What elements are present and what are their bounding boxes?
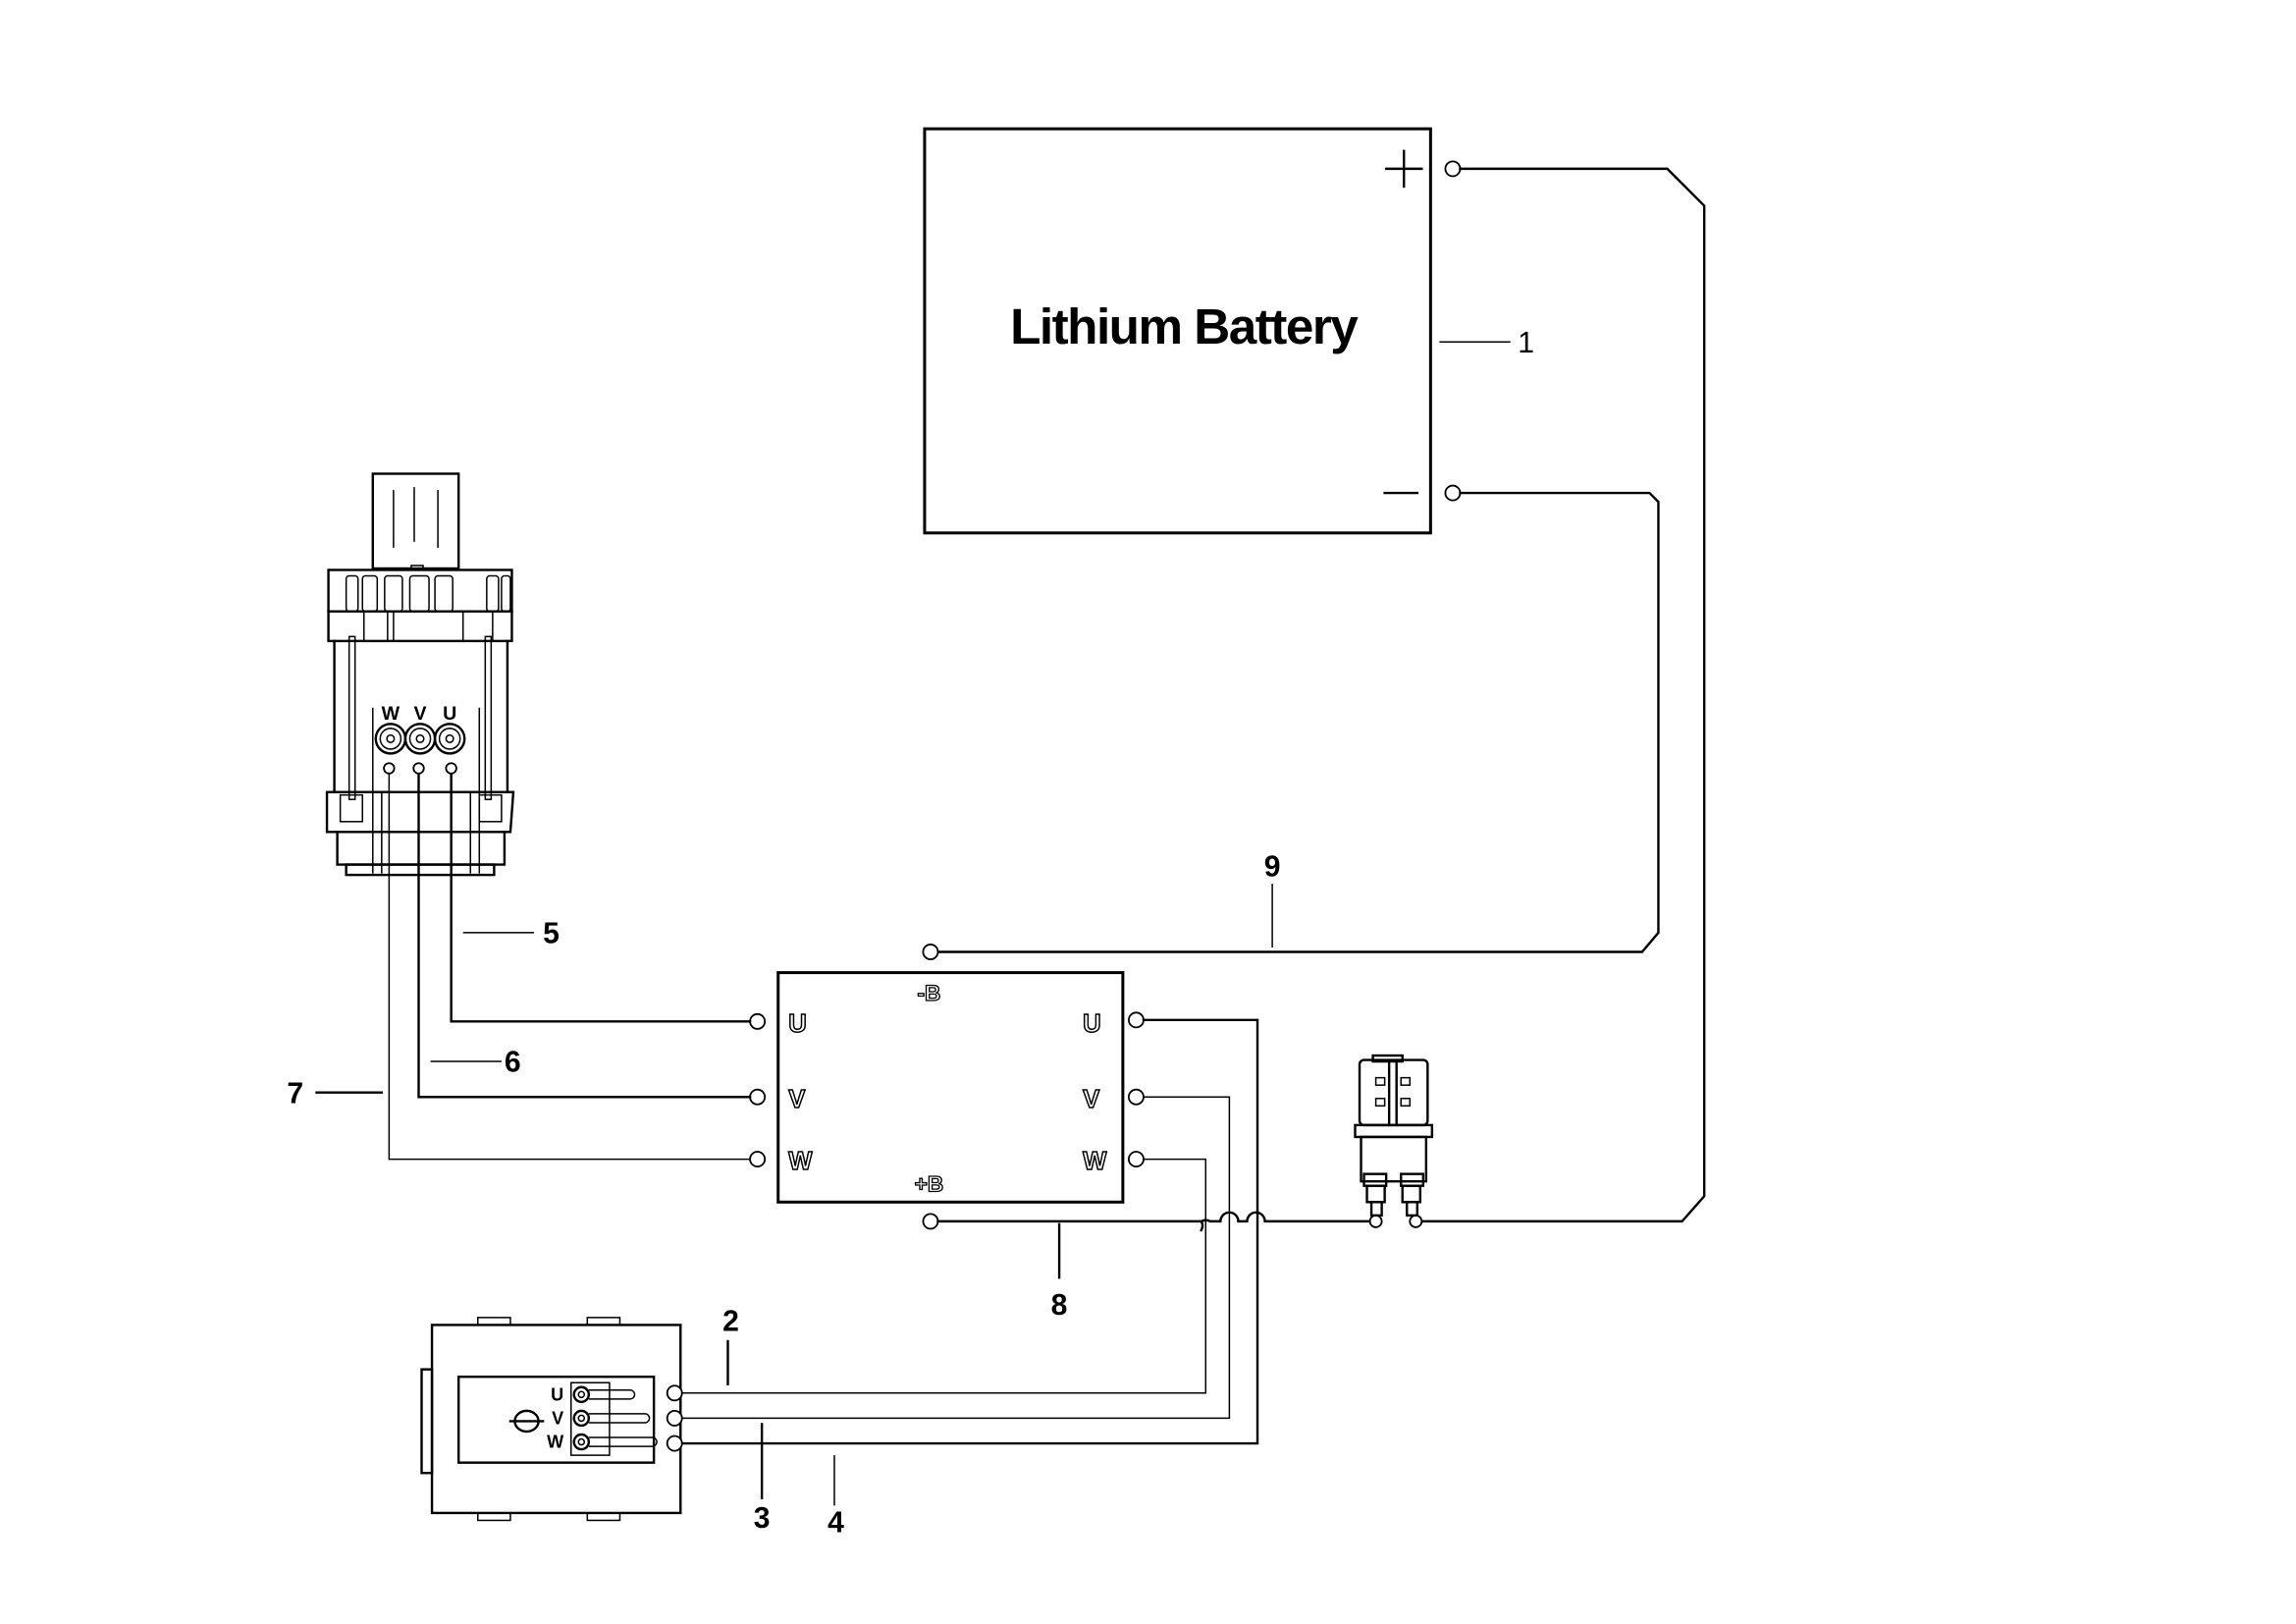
controller-left-w-terminal[interactable] [749, 1151, 767, 1168]
controller-pos-b-terminal[interactable] [922, 1213, 939, 1230]
controller-box [776, 971, 1125, 1204]
motor-u-terminal[interactable] [445, 762, 457, 775]
controller-right-pin-u: U [1083, 1010, 1100, 1038]
callout-8: 8 [1051, 1289, 1068, 1322]
knob-icon [508, 1409, 545, 1434]
wire-battery-positive [1420, 167, 1706, 1223]
callout-3: 3 [754, 1502, 771, 1535]
callout-4: 4 [828, 1507, 844, 1540]
controller-left-u-terminal[interactable] [749, 1012, 767, 1030]
controller-right-w-terminal[interactable] [1128, 1151, 1145, 1168]
battery: Lithium Battery 1 [923, 127, 1534, 535]
controller-left-pin-u: U [788, 1010, 806, 1038]
motor-w-terminal[interactable] [383, 762, 396, 775]
motor-top-flange [327, 568, 513, 643]
motor-v-terminal[interactable] [412, 762, 425, 775]
controller-right-v-terminal[interactable] [1128, 1088, 1145, 1106]
callout-9: 9 [1264, 851, 1281, 884]
motor-terminal-u [433, 723, 466, 755]
switch-right-terminal[interactable] [1409, 1214, 1423, 1228]
wire-5 [450, 773, 752, 1023]
motor-shaft [371, 472, 460, 570]
controller-left-pin-v: V [788, 1086, 805, 1113]
battery-label: Lithium Battery [1010, 298, 1359, 354]
motor-terminal-v [403, 723, 437, 755]
controller-right-u-terminal[interactable] [1128, 1011, 1145, 1029]
terminal-unit-panel [456, 1375, 656, 1464]
battery-positive-terminal[interactable] [1444, 160, 1462, 178]
plus-icon [1384, 149, 1423, 189]
wire-6 [417, 773, 752, 1099]
controller: -B +B U V W U V W [749, 971, 1145, 1230]
controller-left-v-terminal[interactable] [749, 1088, 767, 1106]
controller-right-pin-w: W [1083, 1148, 1107, 1175]
wire-2 [681, 1158, 1207, 1394]
callout-1: 1 [1518, 327, 1534, 359]
callout-2: 2 [722, 1305, 739, 1337]
motor-pin-u: U [443, 703, 456, 725]
switch-relay [1354, 1054, 1434, 1218]
terminal-unit: U V W [420, 1317, 683, 1522]
switch-left-terminal[interactable] [1368, 1214, 1383, 1228]
wire-4 [680, 1018, 1259, 1445]
controller-right-pin-v: V [1083, 1086, 1099, 1113]
controller-left-pin-w: W [788, 1148, 813, 1175]
unit-v-terminal[interactable] [666, 1409, 683, 1427]
motor: W V U [325, 472, 515, 877]
controller-pin-pos-b: +B [915, 1172, 944, 1197]
unit-pin-u: U [551, 1384, 563, 1404]
battery-negative-terminal[interactable] [1444, 484, 1462, 502]
callout-5: 5 [543, 917, 560, 949]
controller-neg-b-terminal[interactable] [922, 944, 939, 960]
wire-3 [681, 1096, 1231, 1420]
callout-6: 6 [505, 1047, 521, 1079]
unit-pin-v: V [552, 1408, 563, 1428]
motor-pin-v: V [413, 703, 426, 725]
controller-pin-neg-b: -B [918, 981, 941, 1005]
callout-7: 7 [287, 1077, 303, 1110]
motor-terminal-w [374, 723, 407, 755]
wire-9 [936, 491, 1660, 953]
unit-pin-w: W [547, 1433, 564, 1452]
motor-pin-w: W [382, 703, 400, 725]
unit-w-terminal[interactable] [666, 1435, 683, 1452]
unit-u-terminal[interactable] [666, 1384, 683, 1402]
battery-box [923, 127, 1432, 535]
wire-7 [388, 774, 751, 1161]
wire-8 [936, 1211, 1371, 1232]
